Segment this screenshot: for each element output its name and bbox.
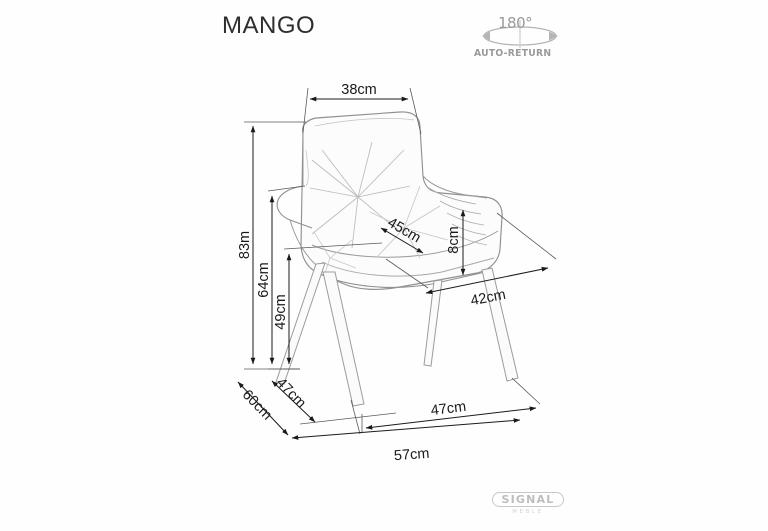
- auto-return-degrees: 180°: [498, 14, 533, 32]
- dim-label-60cm: 60cm: [239, 387, 275, 424]
- dim-total-height: 83m: [237, 121, 306, 370]
- dim-seat-cushion-thickness: 8cm: [446, 209, 466, 276]
- brand-logo: SIGNAL MEBLE: [492, 492, 568, 522]
- page-title: MANGO: [222, 12, 316, 39]
- dim-leg-span-front: 47cm: [361, 377, 541, 432]
- dim-label-47cm-depth: 47cm: [273, 375, 309, 412]
- brand-subtitle: MEBLE: [512, 509, 544, 515]
- auto-return-label: AUTO-RETURN: [474, 48, 552, 59]
- dim-armrest-height: 49cm: [273, 242, 383, 370]
- chair-body: [276, 111, 503, 290]
- dim-label-64cm: 64cm: [256, 262, 272, 297]
- dim-leg-depth-diagonal: 47cm: [271, 375, 316, 423]
- dim-label-38cm: 38cm: [341, 82, 376, 98]
- dim-label-47cm-span: 47cm: [430, 399, 467, 419]
- dim-label-42cm: 42cm: [469, 287, 507, 309]
- dim-seat-width: 42cm: [385, 212, 557, 309]
- auto-return-badge: 180° AUTO-RETURN: [468, 14, 572, 66]
- dim-label-83m: 83m: [237, 231, 253, 259]
- dim-backrest-height: 64cm: [256, 185, 306, 370]
- dim-label-57cm: 57cm: [393, 446, 429, 464]
- logo-pill-outline: [492, 492, 564, 507]
- dim-overall-width: 57cm: [291, 418, 521, 464]
- dim-label-8cm: 8cm: [446, 226, 462, 253]
- brand-name: SIGNAL: [501, 493, 555, 506]
- dim-seat-back-width: 38cm: [302, 82, 422, 135]
- rotation-ellipse-arrow-icon: [482, 20, 558, 48]
- dim-label-49cm: 49cm: [273, 294, 289, 329]
